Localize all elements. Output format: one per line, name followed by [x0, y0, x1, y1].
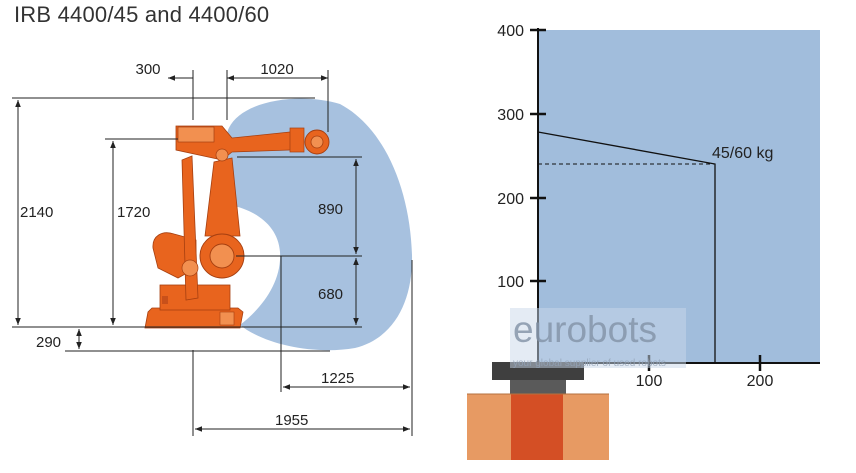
watermark-brand: eurobots [513, 309, 657, 350]
y-label-100: 100 [497, 274, 524, 291]
elbow-joint [215, 148, 229, 162]
dim-1720: 1720 [117, 204, 150, 221]
dimension-labels: 300 1020 2140 1720 890 680 290 1225 1955 [20, 61, 354, 429]
dim-680: 680 [318, 286, 343, 303]
dim-890: 890 [318, 201, 343, 218]
page-title: IRB 4400/45 and 4400/60 [14, 2, 270, 27]
robot-diagram [144, 98, 413, 351]
tool-flange-top [492, 362, 584, 380]
x-label-200: 200 [747, 373, 774, 390]
x-label-100: 100 [636, 373, 663, 390]
y-label-400: 400 [497, 23, 524, 40]
robot-base [144, 307, 244, 329]
watermark-bg [510, 308, 686, 368]
work-envelope [223, 98, 413, 351]
wrist-center [310, 135, 324, 149]
tool-flange-neck [510, 380, 566, 394]
base-connector [219, 311, 235, 326]
dim-2140: 2140 [20, 204, 53, 221]
load-diagram: 400 300 200 100 100 200 45/60 kg [467, 23, 820, 460]
axis1-motor [181, 259, 199, 277]
watermark: eurobots your global supplier of used ro… [510, 308, 686, 369]
y-label-200: 200 [497, 191, 524, 208]
axis2-cap [209, 243, 235, 269]
dim-300: 300 [135, 61, 160, 78]
y-label-300: 300 [497, 107, 524, 124]
axis3-motor [177, 126, 215, 143]
dim-1225: 1225 [321, 370, 354, 387]
dim-1020: 1020 [260, 61, 293, 78]
load-curve-label: 45/60 kg [712, 145, 773, 162]
watermark-tagline: your global supplier of used robots [513, 358, 666, 369]
load-area [538, 30, 820, 363]
parallel-rod [181, 155, 199, 301]
dimension-lines [12, 70, 413, 436]
dim-290: 290 [36, 334, 61, 351]
pedestal-core [511, 394, 563, 460]
dim-1955: 1955 [275, 412, 308, 429]
wrist-housing [289, 127, 305, 153]
base-bolt [162, 296, 168, 304]
